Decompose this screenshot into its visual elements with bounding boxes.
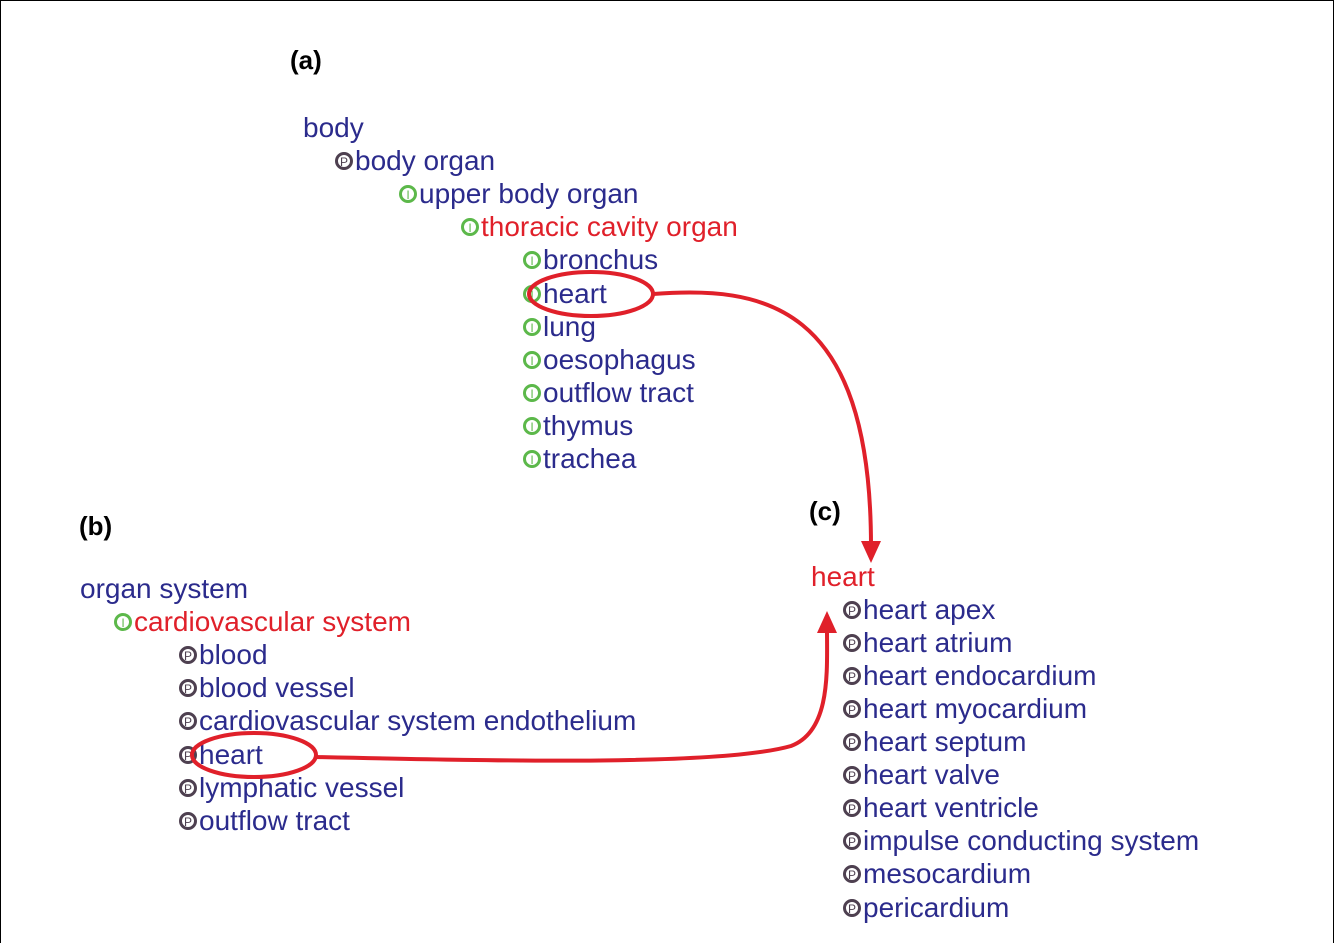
tree-node-outflow-tract: I outflow tract (523, 379, 694, 407)
arrow-b-to-c-head (817, 611, 837, 633)
node-label: cardiovascular system (134, 606, 411, 637)
node-label: heart (199, 739, 263, 770)
part-of-icon: P (179, 679, 197, 697)
part-of-icon: P (843, 766, 861, 784)
panel-c-label: (c) (809, 496, 841, 526)
node-label: heart (543, 278, 607, 309)
tree-node-heart-apex: P heart apex (843, 596, 995, 624)
node-label: outflow tract (199, 805, 350, 836)
node-label: oesophagus (543, 344, 696, 375)
is-a-icon: I (523, 251, 541, 269)
part-of-icon: P (843, 601, 861, 619)
is-a-icon: I (523, 318, 541, 336)
arrow-b-to-c (315, 628, 830, 763)
is-a-icon: I (114, 613, 132, 631)
node-label: thoracic cavity organ (481, 211, 738, 242)
part-of-icon: P (843, 667, 861, 685)
is-a-icon: I (523, 351, 541, 369)
node-label: heart myocardium (863, 693, 1088, 724)
node-label: upper body organ (419, 178, 639, 209)
is-a-icon: I (523, 417, 541, 435)
node-label: heart ventricle (863, 792, 1039, 823)
node-label: outflow tract (543, 377, 694, 408)
tree-node-upper-body-organ: I upper body organ (399, 180, 639, 208)
tree-node-body-organ: P body organ (335, 147, 495, 175)
tree-node-cardiovascular-system-endothelium: P cardiovascular system endothelium (179, 707, 636, 735)
arrow-a-to-c-head (861, 541, 881, 563)
tree-node-blood-vessel: P blood vessel (179, 674, 355, 702)
node-label: heart atrium (863, 627, 1013, 658)
part-of-icon: P (843, 733, 861, 751)
tree-node-heart-atrium: P heart atrium (843, 629, 1012, 657)
highlight-ellipse-b-heart (190, 731, 318, 779)
is-a-icon: I (461, 218, 479, 236)
is-a-icon: I (523, 450, 541, 468)
node-label: body organ (355, 145, 496, 176)
tree-node-heart-septum: P heart septum (843, 728, 1026, 756)
node-label: lymphatic vessel (199, 772, 405, 803)
node-label: trachea (543, 443, 637, 474)
tree-node-oesophagus: I oesophagus (523, 346, 696, 374)
part-of-icon: P (843, 865, 861, 883)
tree-node-impulse-conducting-system: P impulse conducting system (843, 827, 1199, 855)
tree-node-bronchus: I bronchus (523, 246, 658, 274)
part-of-icon: P (843, 832, 861, 850)
is-a-icon: I (399, 185, 417, 203)
arrow-a-to-c (652, 290, 873, 547)
tree-node-heart: I heart (523, 280, 607, 308)
node-label: heart endocardium (863, 660, 1097, 691)
node-label: heart septum (863, 726, 1027, 757)
tree-node-trachea: I trachea (523, 445, 636, 473)
tree-node-pericardium: P pericardium (843, 894, 1009, 922)
tree-node-cardiovascular-system: I cardiovascular system (114, 608, 411, 636)
part-of-icon: P (179, 746, 197, 764)
part-of-icon: P (843, 799, 861, 817)
part-of-icon: P (843, 700, 861, 718)
node-label: heart (811, 561, 875, 592)
node-label: heart valve (863, 759, 1000, 790)
tree-node-organ-system: organ system (80, 575, 248, 603)
tree-node-heart-valve: P heart valve (843, 761, 1000, 789)
tree-node-heart-myocardium: P heart myocardium (843, 695, 1087, 723)
tree-node-outflow-tract: P outflow tract (179, 807, 350, 835)
tree-node-mesocardium: P mesocardium (843, 860, 1031, 888)
node-label: organ system (80, 573, 249, 604)
part-of-icon: P (179, 646, 197, 664)
tree-node-thoracic-cavity-organ: I thoracic cavity organ (461, 213, 738, 241)
part-of-icon: P (179, 812, 197, 830)
panel-a-label: (a) (290, 45, 322, 75)
tree-node-heart-endocardium: P heart endocardium (843, 662, 1096, 690)
node-label: thymus (543, 410, 634, 441)
tree-node-heart-ventricle: P heart ventricle (843, 794, 1039, 822)
node-label: mesocardium (863, 858, 1032, 889)
tree-node-blood: P blood (179, 641, 268, 669)
part-of-icon: P (843, 899, 861, 917)
node-label: blood (199, 639, 268, 670)
tree-node-heart: P heart (179, 741, 263, 769)
is-a-icon: I (523, 384, 541, 402)
node-label: impulse conducting system (863, 825, 1200, 856)
tree-node-thymus: I thymus (523, 412, 633, 440)
node-label: body (303, 112, 364, 143)
part-of-icon: P (179, 712, 197, 730)
tree-node-body: body (303, 114, 364, 142)
highlight-ellipse-a-heart (527, 270, 655, 318)
tree-node-heart-root: heart (811, 563, 875, 591)
node-label: pericardium (863, 892, 1010, 923)
part-of-icon: P (335, 152, 353, 170)
panel-b-label: (b) (79, 511, 113, 541)
node-label: blood vessel (199, 672, 355, 703)
node-label: cardiovascular system endothelium (199, 705, 637, 736)
part-of-icon: P (179, 779, 197, 797)
node-label: bronchus (543, 244, 659, 275)
part-of-icon: P (843, 634, 861, 652)
node-label: heart apex (863, 594, 996, 625)
tree-node-lymphatic-vessel: P lymphatic vessel (179, 774, 404, 802)
